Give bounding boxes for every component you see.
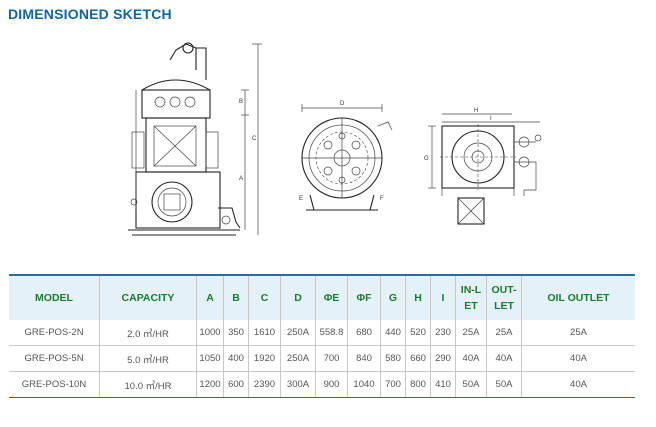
table-cell-d: 250A [280,345,316,372]
table-cell-oil_outlet: 25A [521,320,635,346]
table-cell-e: 558.8 [315,320,348,346]
table-cell-i: 230 [430,320,456,346]
col-outlet-label: OUT-LET [491,284,517,312]
table-cell-h: 660 [405,345,431,372]
table-cell-a: 1000 [196,320,224,346]
svg-text:F: F [380,196,384,202]
col-e: ΦE [315,275,348,320]
col-oil-outlet: OIL OUTLET [521,275,635,320]
svg-text:E: E [299,196,303,202]
table-cell-b: 600 [223,371,249,398]
table-cell-g: 700 [380,371,406,398]
table-cell-g: 580 [380,345,406,372]
svg-text:G: G [424,156,429,162]
table-cell-inlet: 40A [455,345,487,372]
table-cell-capacity: 10.0 ㎥/HR [99,371,197,398]
page-title: DIMENSIONED SKETCH [8,6,172,22]
plan-view: D E F [299,101,393,211]
table-cell-d: 250A [280,320,316,346]
table-cell-a: 1050 [196,345,224,372]
table-cell-capacity: 2.0 ㎥/HR [99,320,197,346]
table-cell-g: 440 [380,320,406,346]
table-cell-f: 840 [347,345,381,372]
col-model: MODEL [9,275,100,320]
table-cell-h: 520 [405,320,431,346]
svg-text:D: D [340,101,345,107]
front-view: B C A [128,42,262,236]
col-f: ΦF [347,275,381,320]
table-cell-outlet: 40A [486,345,522,372]
table-cell-c: 1610 [248,320,281,346]
table-cell-outlet: 50A [486,371,522,398]
table-cell-model: GRE-POS-2N [9,320,100,346]
table-cell-f: 1040 [347,371,381,398]
table-cell-oil_outlet: 40A [521,345,635,372]
col-h: H [405,275,431,320]
table-cell-a: 1200 [196,371,224,398]
table-cell-outlet: 25A [486,320,522,346]
col-capacity: CAPACITY [99,275,197,320]
base-view: H I G [424,108,542,225]
table-header-row: MODEL CAPACITY A B C D ΦE ΦF G H I IN-LE… [9,275,635,320]
table-cell-h: 800 [405,371,431,398]
svg-text:A: A [239,176,243,182]
col-b: B [223,275,249,320]
svg-text:H: H [474,108,478,114]
table-cell-e: 700 [315,345,348,372]
col-outlet: OUT-LET [486,275,522,320]
col-c: C [248,275,281,320]
col-a: A [196,275,224,320]
table-cell-d: 300A [280,371,316,398]
table-cell-c: 1920 [248,345,281,372]
table-cell-i: 290 [430,345,456,372]
table-cell-i: 410 [430,371,456,398]
col-inlet-label: IN-LET [460,284,482,312]
table-cell-b: 400 [223,345,249,372]
svg-text:I: I [490,116,492,122]
table-cell-e: 900 [315,371,348,398]
col-d: D [280,275,316,320]
table-cell-b: 350 [223,320,249,346]
table-cell-c: 2390 [248,371,281,398]
svg-text:C: C [252,136,257,142]
table-cell-capacity: 5.0 ㎥/HR [99,345,197,372]
col-inlet: IN-LET [455,275,487,320]
table-cell-inlet: 50A [455,371,487,398]
svg-text:B: B [239,99,243,105]
table-cell-f: 680 [347,320,381,346]
col-i: I [430,275,456,320]
table-cell-model: GRE-POS-10N [9,371,100,398]
table-cell-inlet: 25A [455,320,487,346]
dimensioned-sketch-drawing: B C A D E F H I [128,42,542,236]
specification-table: MODEL CAPACITY A B C D ΦE ΦF G H I IN-LE… [9,274,635,398]
table-cell-oil_outlet: 40A [521,371,635,398]
table-cell-model: GRE-POS-5N [9,345,100,372]
col-g: G [380,275,406,320]
